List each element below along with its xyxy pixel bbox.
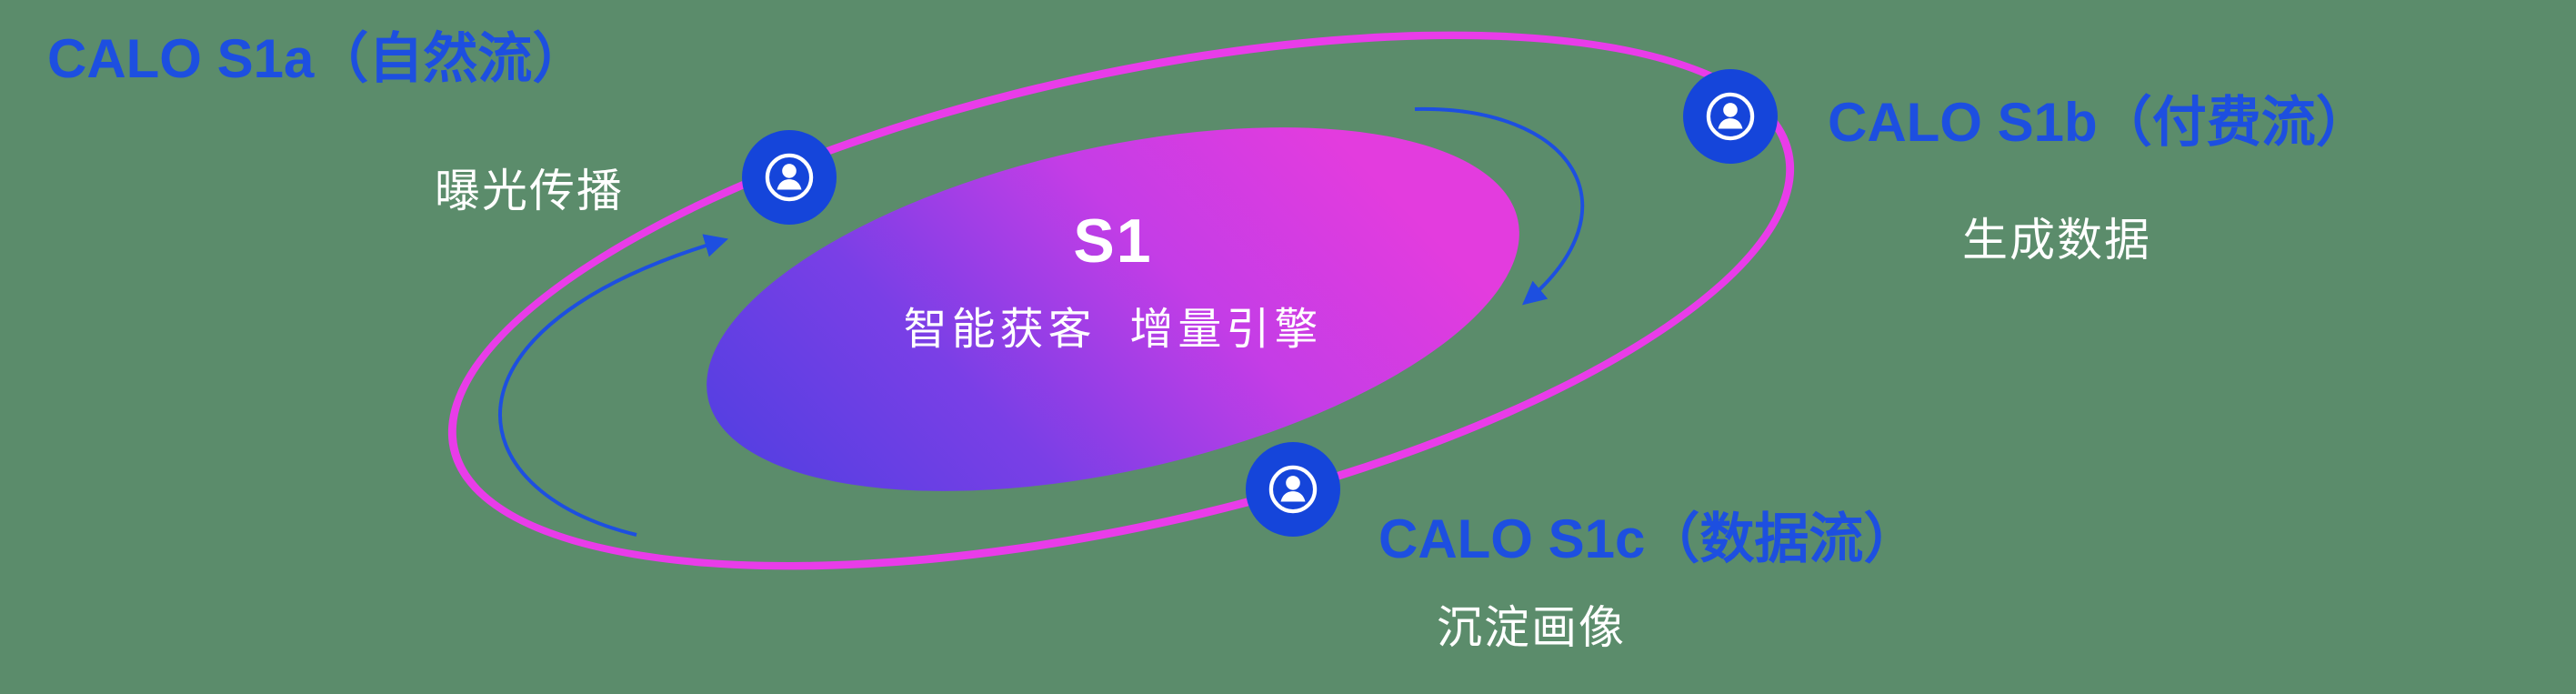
node-s1a-title: CALO S1a（自然流）	[47, 28, 587, 89]
core-subtitle: 智能获客 增量引擎	[903, 306, 1323, 354]
node-s1c	[1246, 442, 1340, 537]
core-title: S1	[1073, 206, 1153, 276]
person-circle-icon	[1706, 92, 1755, 141]
person-circle-icon	[765, 153, 814, 202]
node-s1a	[742, 130, 837, 225]
node-s1b-title: CALO S1b（付费流）	[1828, 92, 2371, 153]
node-s1c-subtitle: 沉淀画像	[1437, 602, 1626, 653]
node-s1c-title: CALO S1c（数据流）	[1378, 508, 1919, 569]
core-text: S1 智能获客 增量引擎	[795, 206, 1431, 357]
node-s1a-subtitle: 曝光传播	[435, 166, 624, 216]
node-s1b	[1683, 69, 1778, 164]
person-circle-icon	[1268, 465, 1318, 514]
node-s1b-subtitle: 生成数据	[1962, 215, 2151, 266]
